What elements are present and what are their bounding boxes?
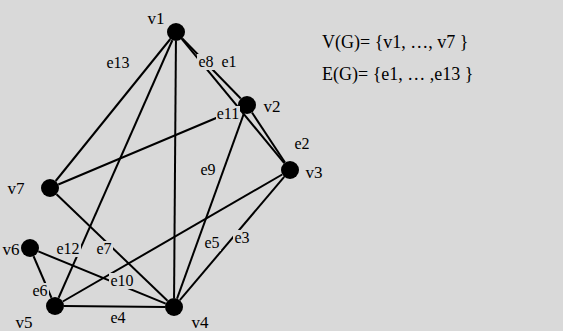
graph-edge (58, 108, 238, 184)
vertex-label: v1 (148, 10, 165, 27)
set-definition: E(G)= {e1, … ,e13 } (322, 65, 473, 83)
vertex-dot: v5 (46, 297, 64, 315)
edge-label: e5 (203, 235, 220, 251)
graph-edge (59, 40, 173, 298)
vertex-label: v4 (192, 314, 209, 331)
vertex-label: v2 (264, 98, 281, 115)
graph-edge (64, 305, 165, 308)
edge-label: e13 (105, 55, 130, 71)
edge-label: e8 (197, 54, 214, 70)
graph-edge (63, 175, 282, 302)
edge-label: e10 (109, 273, 134, 289)
vertex-dot: v2 (238, 96, 256, 114)
vertex-dot: v6 (21, 239, 39, 257)
vertex-label: v5 (16, 314, 33, 331)
vertex-dot: v3 (281, 161, 299, 179)
graph-edge (182, 39, 285, 163)
edge-label: e12 (55, 241, 80, 257)
vertex-dot: v4 (165, 298, 183, 316)
vertex-label: v3 (306, 164, 323, 181)
vertex-label: v7 (8, 180, 25, 197)
graph-edge (174, 41, 176, 298)
graph-edge (252, 113, 285, 163)
graph-edge (38, 251, 165, 303)
edge-label: e11 (216, 106, 241, 122)
graph-edge (180, 177, 284, 300)
graph-edge (182, 38, 240, 98)
edge-label: e3 (233, 230, 250, 246)
edge-label: e6 (31, 283, 48, 299)
edge-label: e9 (199, 162, 216, 178)
edge-label: e2 (293, 136, 310, 152)
set-definition: V(G)= {v1, …, v7 } (322, 33, 468, 51)
graph-edge (177, 113, 244, 298)
vertex-dot: v7 (41, 179, 59, 197)
edge-label: e4 (109, 310, 126, 326)
vertex-label: v6 (3, 241, 20, 258)
graph-edge (56, 39, 171, 181)
edge-label: e7 (95, 241, 112, 257)
edge-label: e1 (220, 54, 237, 70)
vertex-dot: v1 (167, 23, 185, 41)
